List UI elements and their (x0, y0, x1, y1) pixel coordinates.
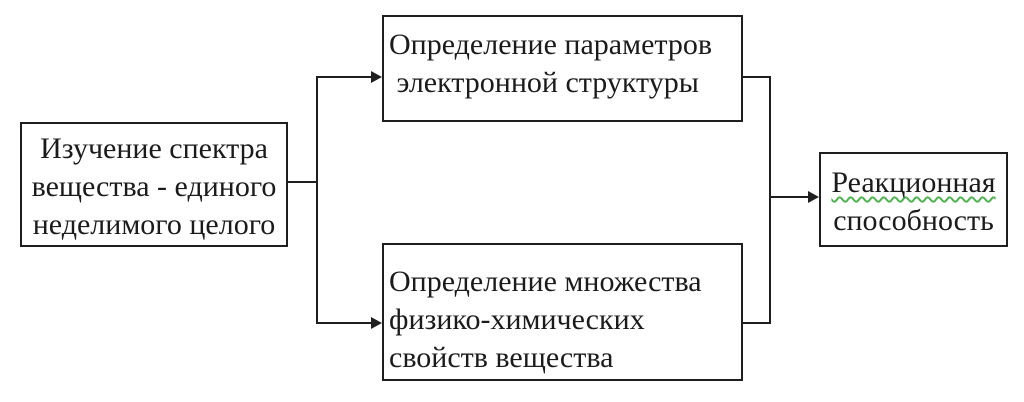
connector-physchem-out (743, 322, 771, 324)
node-spectrum-study: Изучение спектра вещества - единого неде… (20, 122, 288, 247)
node-electronic-structure-line1: Определение параметров (389, 28, 713, 61)
node-physchem-properties-line2: физико-химических (389, 303, 645, 336)
node-spectrum-study-line3: неделимого целого (32, 208, 276, 241)
arrowhead-to-electronic-icon (371, 71, 382, 83)
node-reactivity: Реакционная способность (819, 152, 1008, 247)
node-physchem-properties: Определение множества физико-химических … (382, 243, 743, 381)
connector-source-stub (287, 181, 317, 183)
node-reactivity-line2: способность (833, 204, 994, 237)
connector-to-reactivity (769, 196, 808, 198)
node-physchem-properties-line1: Определение множества (389, 265, 702, 298)
node-physchem-properties-line3: свойств вещества (389, 341, 614, 374)
connector-left-trunk (316, 76, 318, 324)
node-spectrum-study-line2: вещества - единого (31, 170, 277, 203)
arrowhead-to-physchem-icon (371, 317, 382, 329)
connector-branch-top (316, 76, 372, 78)
node-spectrum-study-line1: Изучение спектра (40, 132, 268, 165)
connector-right-trunk (769, 76, 771, 324)
connector-branch-bottom (316, 322, 372, 324)
arrowhead-to-reactivity-icon (808, 191, 819, 203)
node-electronic-structure-line2: электронной структуры (389, 66, 699, 99)
connector-electronic-out (743, 76, 771, 78)
node-reactivity-line1: Реакционная (831, 166, 996, 199)
node-electronic-structure: Определение параметров электронной струк… (382, 15, 743, 122)
